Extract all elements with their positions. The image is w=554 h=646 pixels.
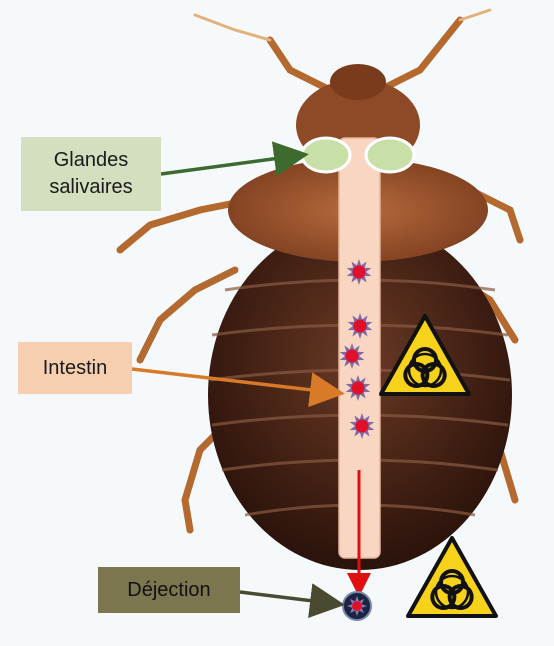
intestin-label: Intestin bbox=[18, 342, 132, 394]
dejection-pointer-arrow bbox=[240, 592, 338, 604]
intestin-label-text: Intestin bbox=[43, 355, 107, 382]
bed-bug-illustration bbox=[120, 10, 520, 570]
dejection-label: Déjection bbox=[98, 567, 240, 613]
glandes-label-line-2: salivaires bbox=[49, 174, 132, 201]
dejection-pathogen-icon bbox=[343, 592, 371, 620]
glandes-salivaires-label: Glandes salivaires bbox=[21, 137, 161, 211]
glandes-label-line-1: Glandes bbox=[49, 147, 132, 174]
dejection-label-text: Déjection bbox=[127, 577, 210, 604]
